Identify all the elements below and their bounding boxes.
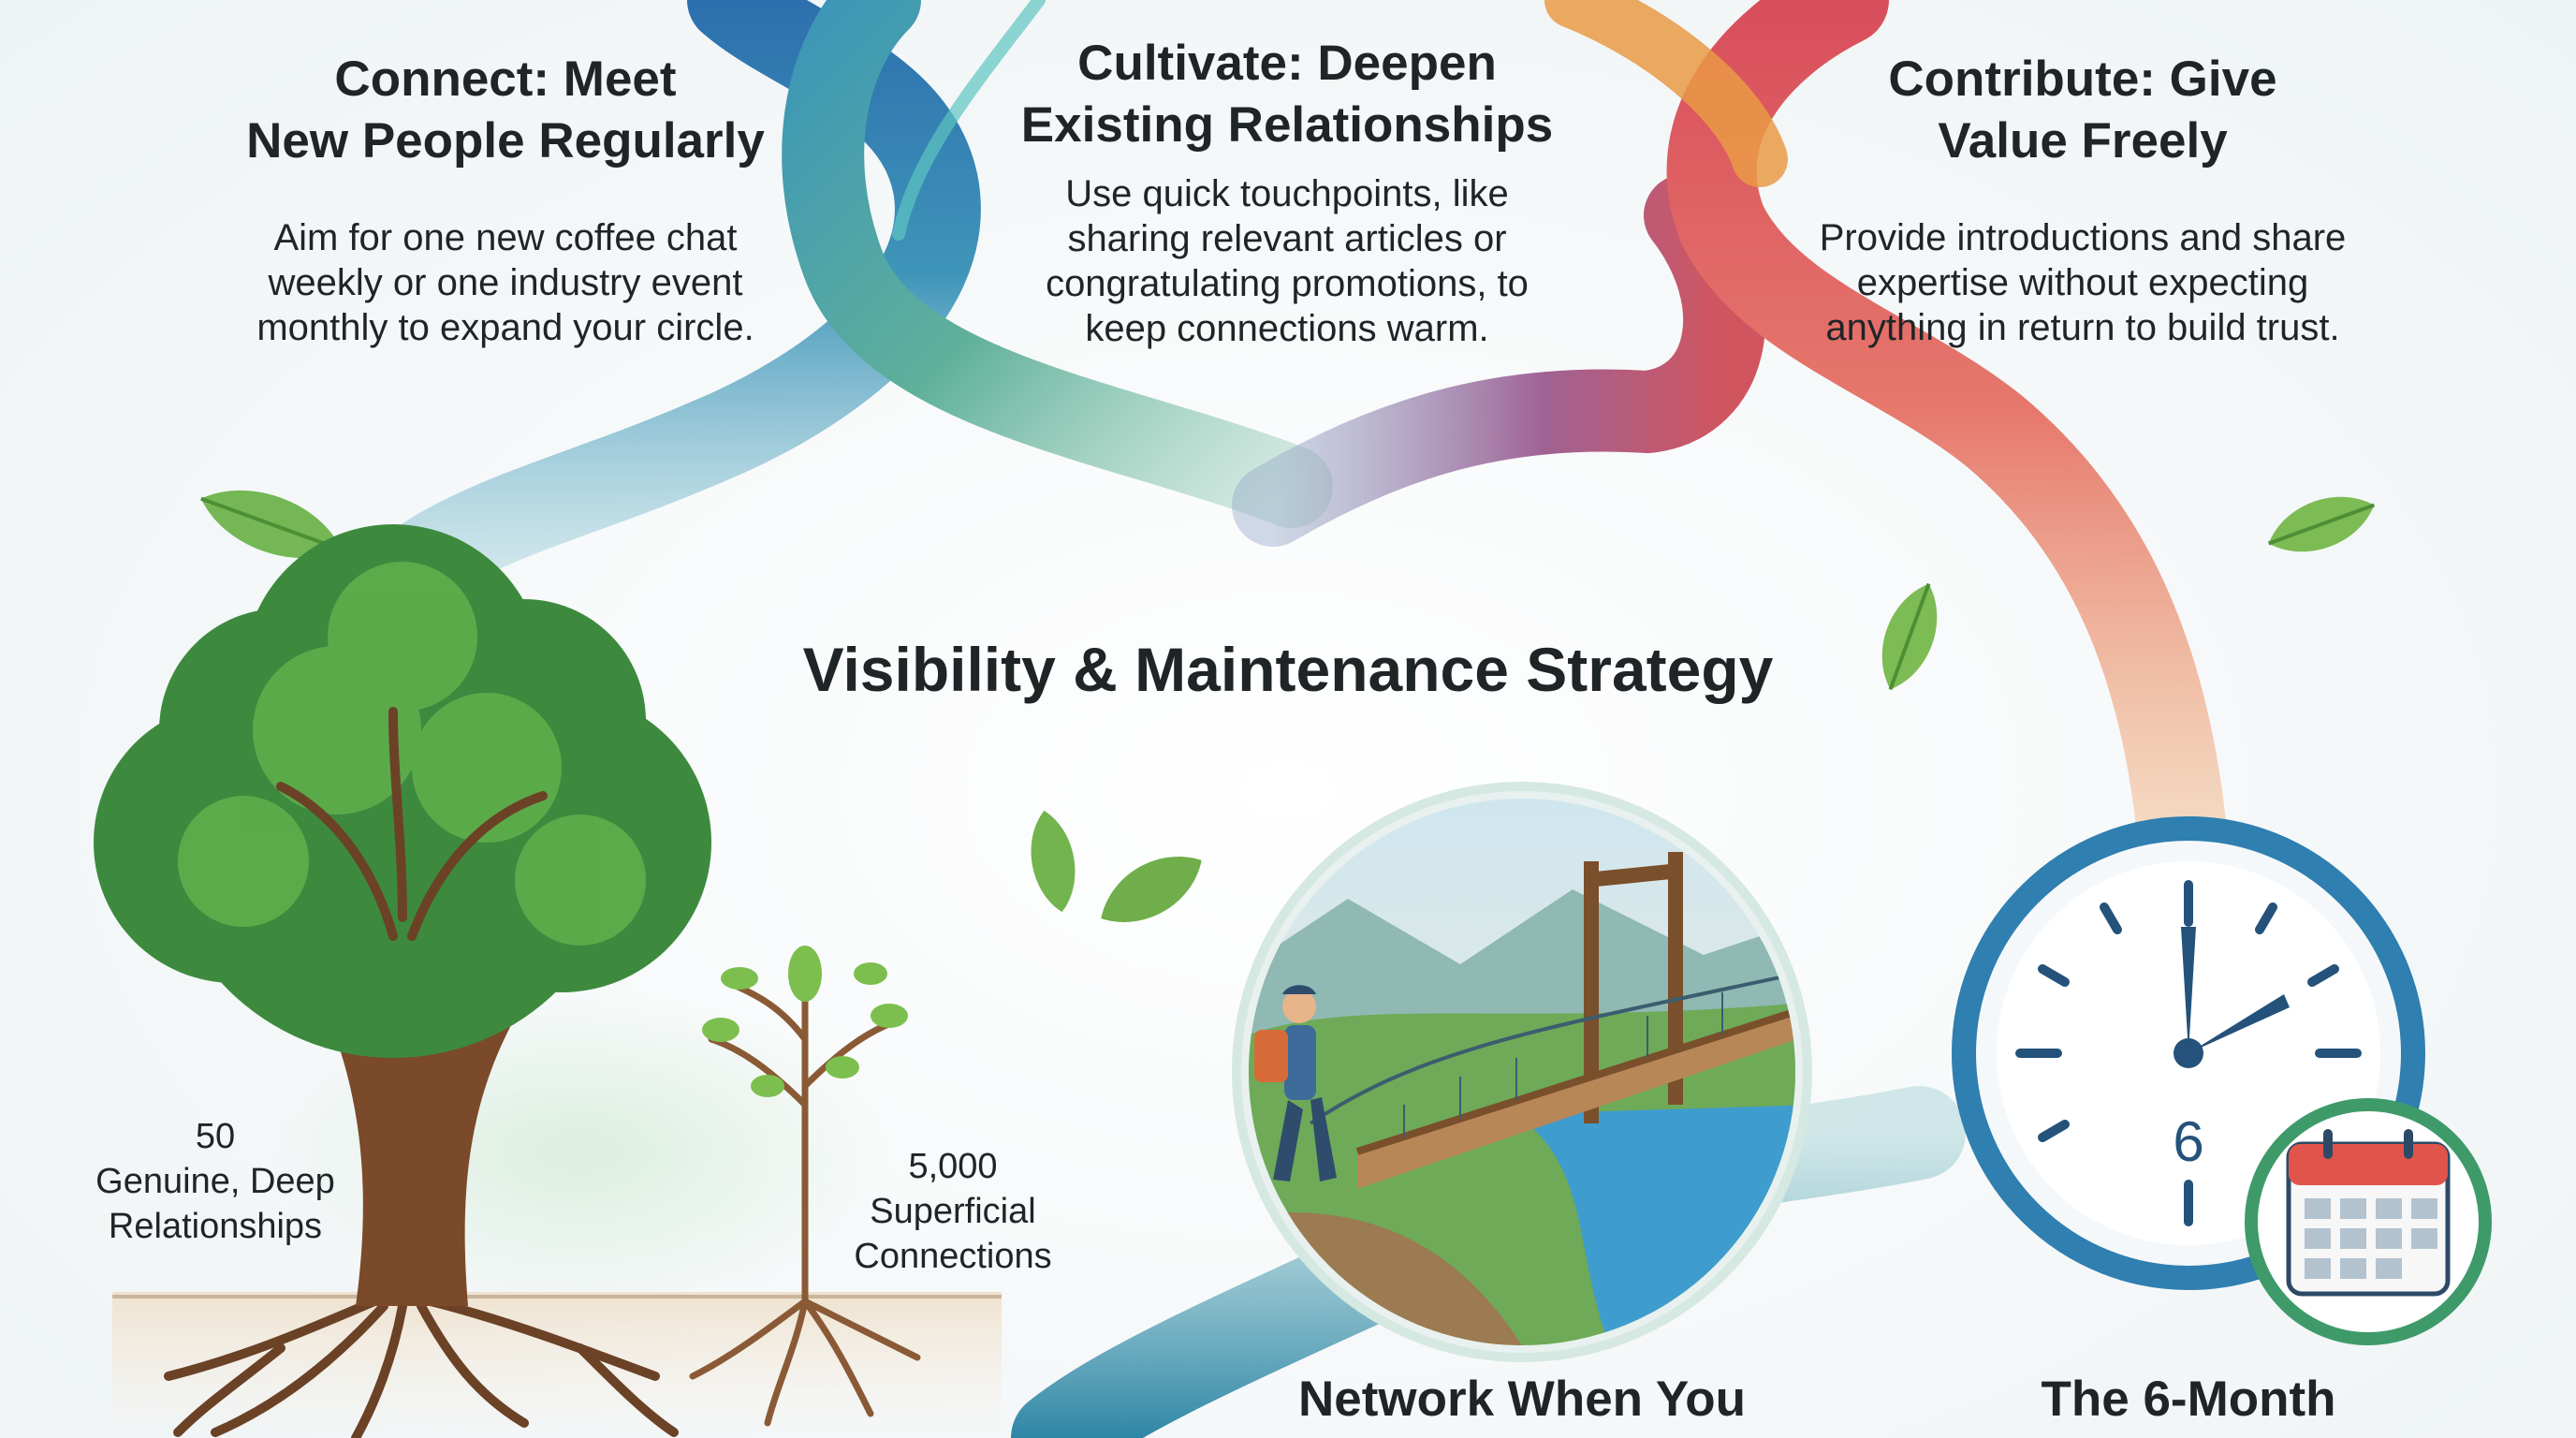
cultivate-body-line-3: congratulating promotions, to <box>1046 263 1529 304</box>
leaf-icon <box>1881 582 1938 691</box>
tree-icon <box>94 524 1002 1438</box>
connect-heading-line-2: New People Regularly <box>246 113 765 169</box>
cultivate-body-line-1: Use quick touchpoints, like <box>1065 173 1509 214</box>
cultivate-heading-line-2: Existing Relationships <box>1020 97 1554 153</box>
leaf-icon <box>1031 810 1076 913</box>
connect-body-line-1: Aim for one new coffee chat <box>273 217 738 258</box>
calendar-grid <box>2305 1198 2437 1279</box>
deep-line-3: Relationships <box>108 1207 323 1246</box>
cultivate-body-line-2: sharing relevant articles or <box>1067 218 1507 259</box>
cultivate-body: Use quick touchpoints, like sharing rele… <box>913 171 1661 351</box>
deep-line-2: Genuine, Deep <box>95 1162 335 1201</box>
deep-relationships-label: 50 Genuine, Deep Relationships <box>37 1114 393 1249</box>
connect-heading-line-1: Connect: Meet <box>334 51 677 107</box>
cultivate-body-line-4: keep connections warm. <box>1085 308 1489 349</box>
contribute-heading-line-2: Value Freely <box>1938 113 2228 169</box>
superficial-connections-label: 5,000 Superficial Connections <box>812 1144 1093 1279</box>
cultivate-heading: Cultivate: Deepen Existing Relationships <box>913 33 1661 156</box>
clock-caption: The 6-Month <box>2041 1372 2336 1427</box>
contribute-heading: Contribute: Give Value Freely <box>1708 49 2457 172</box>
connect-body-line-3: monthly to expand your circle. <box>256 307 754 348</box>
connect-body: Aim for one new coffee chat weekly or on… <box>131 215 880 350</box>
hiker <box>1254 985 1337 1181</box>
contribute-heading-line-1: Contribute: Give <box>1888 51 2277 107</box>
deep-count: 50 <box>195 1117 236 1156</box>
shallow-count: 5,000 <box>908 1147 998 1186</box>
clock-ticks <box>2015 880 2362 1226</box>
contribute-body-line-2: expertise without expecting <box>1856 262 2309 303</box>
ribbon-orange-top <box>1544 0 1788 187</box>
leaf-icons <box>200 491 2376 922</box>
leaf-icon <box>200 491 343 558</box>
shallow-line-2: Superficial <box>870 1192 1036 1231</box>
connect-body-line-2: weekly or one industry event <box>268 262 743 303</box>
leaf-icon <box>2267 496 2376 552</box>
ribbon-teal-middle <box>782 0 1333 528</box>
calendar-icon <box>2245 1098 2492 1345</box>
shallow-line-3: Connections <box>854 1237 1052 1276</box>
ribbon-purple <box>1232 174 1766 547</box>
leaf-icon <box>1101 857 1202 922</box>
bridge-caption: Network When You <box>1297 1372 1746 1427</box>
contribute-body-line-3: anything in return to build trust. <box>1825 307 2340 348</box>
strategy-title: Visibility & Maintenance Strategy <box>802 635 1774 704</box>
contribute-body-line-1: Provide introductions and share <box>1819 217 2347 258</box>
connect-heading: Connect: Meet New People Regularly <box>131 49 880 172</box>
clock-face-number: 6 <box>2173 1110 2203 1173</box>
ribbon-cyan-top <box>892 0 1046 241</box>
sapling-icon <box>689 946 921 1427</box>
cultivate-heading-line-1: Cultivate: Deepen <box>1077 36 1497 91</box>
contribute-body: Provide introductions and share expertis… <box>1708 215 2457 350</box>
bridge-hiker-icon <box>1232 782 1812 1362</box>
